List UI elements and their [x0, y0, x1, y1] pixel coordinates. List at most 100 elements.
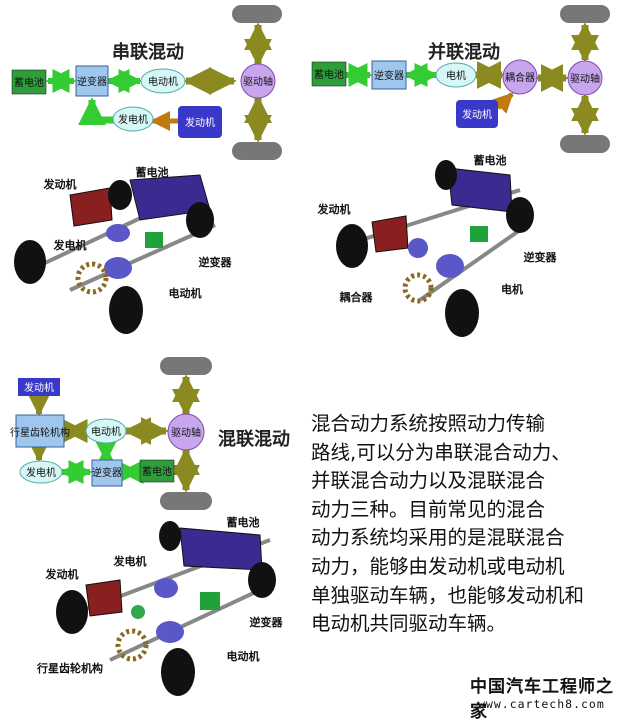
description-line: 并联混合动力以及混联混合: [311, 469, 546, 493]
parallel-car-motor-label: 电机: [501, 282, 523, 296]
planetary-box: [15, 414, 65, 448]
wheel-top: [160, 357, 212, 375]
series-hybrid-title: 串联混动: [112, 42, 184, 63]
wheel-bottom: [560, 135, 610, 153]
series-car-inverter-label: 逆变器: [199, 255, 233, 269]
description-line: 单独驱动车辆，也能够发动机和: [311, 583, 585, 607]
battery-box: [11, 69, 47, 95]
wheel-shape: [161, 648, 195, 696]
battery-shape: [447, 167, 513, 213]
parallel-hybrid-title: 并联混动: [428, 42, 500, 63]
wheel-shape: [435, 160, 457, 190]
parallel-car-engine-label: 发动机: [317, 202, 351, 216]
engine-box: [18, 378, 60, 396]
generator-ellipse: [112, 106, 154, 132]
wheel-bottom: [160, 492, 212, 510]
sp-car-engine-label: 发动机: [45, 567, 79, 581]
series-car-generator-label: 发电机: [53, 238, 87, 252]
sp-inverter-label: 逆变器: [92, 466, 122, 479]
sp-car-generator-label: 发电机: [113, 554, 147, 568]
inverter-box: [75, 65, 109, 97]
parallel-diagram: 蓄电池 逆变器 电机 耦合器 驱动轴 发动机: [311, 5, 610, 153]
sp-engine-label: 发动机: [24, 381, 54, 394]
battery-box: [311, 61, 347, 87]
inverter-box: [371, 60, 407, 90]
series-car-motor-label: 电动机: [169, 286, 202, 300]
rear-shaft: [418, 228, 522, 302]
series-car-battery-label: 蓄电池: [136, 165, 169, 179]
generator-ellipse: [19, 460, 63, 484]
gear-shape: [115, 628, 149, 662]
series-engine-label: 发动机: [185, 116, 215, 129]
sp-car-planetary-label: 行星齿轮机构: [36, 661, 103, 675]
watermark-url: www.cartech8.com: [478, 697, 605, 711]
generator-inverter-arrow: [78, 97, 114, 126]
battery-shape: [179, 527, 263, 571]
wheel-shape: [445, 289, 479, 337]
series-inverter-label: 逆变器: [77, 75, 107, 88]
sp-generator-label: 发电机: [26, 466, 56, 479]
sp-planetary-label: 行星齿轮机构: [10, 426, 70, 439]
rear-shaft: [69, 223, 216, 292]
sp-car-motor-label: 电动机: [227, 649, 260, 663]
description-line: 动力，能够由发动机或电动机: [311, 554, 565, 578]
coupler-circle: [502, 59, 538, 95]
parallel-motor-label: 电机: [446, 69, 466, 82]
inverter-shape: [200, 592, 220, 610]
parallel-car-battery-label: 蓄电池: [474, 153, 507, 167]
series-generator-label: 发电机: [118, 113, 148, 126]
parallel-engine-label: 发动机: [462, 108, 492, 121]
wheel-shape: [108, 180, 132, 210]
description-line: 电动机共同驱动车辆。: [311, 612, 507, 636]
wheel-shape: [56, 590, 88, 634]
motor-shape: [156, 621, 184, 643]
motor-ellipse: [140, 68, 186, 94]
motor-shape: [104, 257, 132, 279]
generator-shape: [106, 224, 130, 242]
series-car-illustration: 发动机 蓄电池 发电机 逆变器 电动机: [14, 165, 232, 334]
parallel-axle-label: 驱动轴: [570, 72, 600, 85]
engine-shape: [85, 579, 123, 617]
description-paragraph: 混合动力系统按照动力传输 路线,可以分为串联混合动力、 并联混合动力以及混联混合…: [311, 410, 616, 639]
wheel-shape: [159, 521, 181, 551]
parallel-car-coupler-label: 耦合器: [340, 290, 374, 304]
series-parallel-diagram: 发动机 行星齿轮机构 电动机 驱动轴 发电机 逆变器 蓄电池: [10, 357, 212, 510]
description-line: 动力三种。目前常见的混合: [311, 497, 546, 521]
series-axle-label: 驱动轴: [243, 75, 273, 88]
wheel-shape: [109, 286, 143, 334]
sp-car-battery-label: 蓄电池: [227, 515, 260, 529]
drive-axle-circle: [240, 63, 276, 99]
series-parallel-car-illustration: 蓄电池 发电机 发动机 逆变器 行星齿轮机构 电动机: [36, 515, 283, 696]
description-line: 路线,可以分为串联混合动力、: [311, 440, 571, 464]
watermark-name: 中国汽车工程师之家: [470, 677, 614, 722]
engine-coupler-arrow: [492, 92, 514, 114]
wheel-bottom: [232, 142, 282, 160]
motor-shape: [436, 254, 464, 278]
wheel-top: [560, 5, 610, 23]
series-parallel-hybrid-title: 混联混动: [218, 429, 290, 450]
wheel-shape: [248, 562, 276, 598]
sp-motor-label: 电动机: [91, 425, 121, 438]
parallel-car-illustration: 蓄电池 发动机 逆变器 电机 耦合器: [317, 153, 557, 337]
motor-ellipse: [435, 62, 477, 88]
parallel-inverter-label: 逆变器: [374, 69, 404, 82]
generator-shape: [154, 578, 178, 598]
rear-shaft: [109, 588, 261, 662]
drive-axle-circle: [167, 413, 205, 451]
coupler-shape: [408, 238, 428, 258]
inverter-shape: [145, 232, 163, 248]
description-line: 混合动力系统按照动力传输: [311, 412, 546, 435]
sp-car-inverter-label: 逆变器: [250, 615, 284, 629]
sp-axle-label: 驱动轴: [171, 426, 201, 439]
parallel-coupler-label: 耦合器: [505, 71, 535, 84]
drive-axle-circle: [567, 60, 603, 96]
series-battery-label: 蓄电池: [14, 76, 44, 89]
wheel-shape: [506, 197, 534, 233]
inverter-box: [91, 459, 123, 487]
engine-box: [178, 106, 222, 138]
series-motor-label: 电动机: [148, 75, 178, 88]
engine-box: [456, 100, 498, 128]
series-diagram: 蓄电池 逆变器 电动机 驱动轴 发电机 发动机: [11, 5, 282, 160]
sp-battery-label: 蓄电池: [142, 465, 172, 478]
